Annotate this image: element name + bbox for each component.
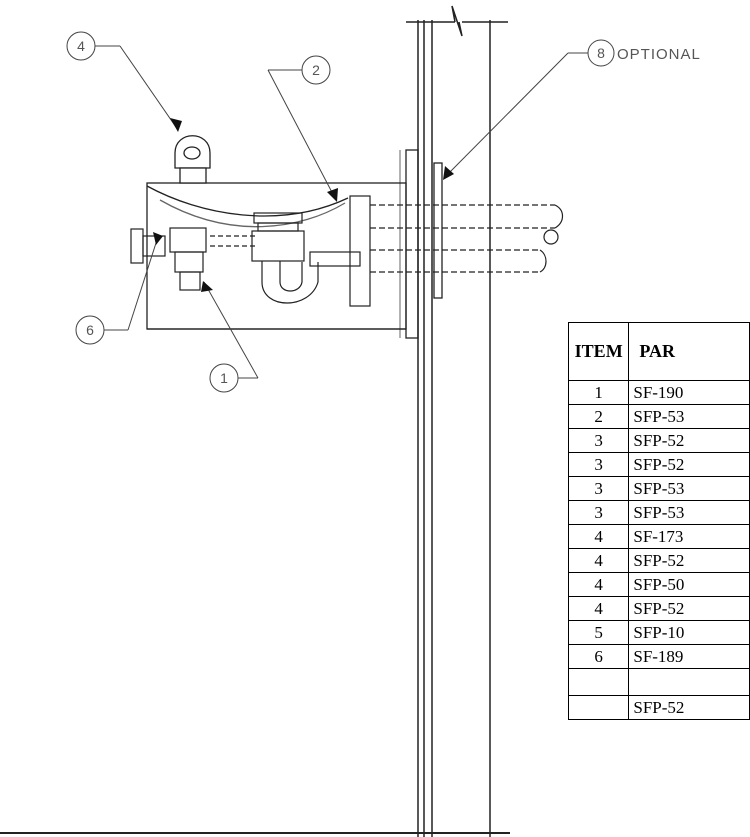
header-item: ITEM bbox=[567, 322, 630, 381]
part-number-cell: SFP-53 bbox=[628, 404, 750, 429]
part-number-cell: SFP-52 bbox=[628, 596, 750, 621]
callouts bbox=[66, 31, 615, 393]
callout-6-label: 6 bbox=[86, 322, 94, 338]
item-number-cell bbox=[567, 695, 630, 720]
drain-assembly bbox=[130, 195, 564, 307]
part-number-cell: SFP-52 bbox=[628, 428, 750, 453]
item-number-cell: 4 bbox=[567, 596, 630, 621]
header-part: PAR bbox=[628, 322, 750, 381]
item-number-cell: 5 bbox=[567, 620, 630, 645]
item-number-cell: 4 bbox=[567, 548, 630, 573]
item-number-cell: 2 bbox=[567, 404, 630, 429]
part-number-cell: SFP-52 bbox=[628, 695, 750, 720]
item-number-cell bbox=[567, 668, 630, 696]
part-number-cell: SFP-52 bbox=[628, 452, 750, 477]
item-number-cell: 4 bbox=[567, 572, 630, 597]
part-number-cell: SFP-53 bbox=[628, 500, 750, 525]
optional-label: OPTIONAL bbox=[617, 46, 701, 63]
part-number-cell: SFP-10 bbox=[628, 620, 750, 645]
fixture-box bbox=[146, 182, 407, 330]
part-number-cell: SFP-53 bbox=[628, 476, 750, 501]
parts-table-header: ITEM PAR bbox=[567, 322, 750, 381]
wall bbox=[406, 5, 508, 837]
callout-4-label: 4 bbox=[77, 38, 85, 54]
item-number-cell: 3 bbox=[567, 428, 630, 453]
item-number-cell: 4 bbox=[567, 524, 630, 549]
callout-2-label: 2 bbox=[312, 62, 320, 78]
item-number-cell: 3 bbox=[567, 476, 630, 501]
part-number-cell: SF-189 bbox=[628, 644, 750, 669]
item-number-cell: 3 bbox=[567, 452, 630, 477]
item-number-cell: 3 bbox=[567, 500, 630, 525]
part-number-cell bbox=[628, 668, 750, 696]
callout-1-label: 1 bbox=[220, 370, 228, 386]
mounting-flange bbox=[399, 149, 443, 339]
part-number-cell: SF-190 bbox=[628, 380, 750, 405]
part-number-cell: SFP-52 bbox=[628, 548, 750, 573]
part-number-cell: SF-173 bbox=[628, 524, 750, 549]
table-row: SFP-52 bbox=[567, 695, 750, 720]
arrowheads bbox=[153, 118, 454, 292]
bubbler bbox=[174, 135, 211, 184]
item-number-cell: 1 bbox=[567, 380, 630, 405]
table-row bbox=[567, 668, 750, 696]
callout-8-label: 8 bbox=[597, 45, 605, 61]
item-number-cell: 6 bbox=[567, 644, 630, 669]
part-number-cell: SFP-50 bbox=[628, 572, 750, 597]
